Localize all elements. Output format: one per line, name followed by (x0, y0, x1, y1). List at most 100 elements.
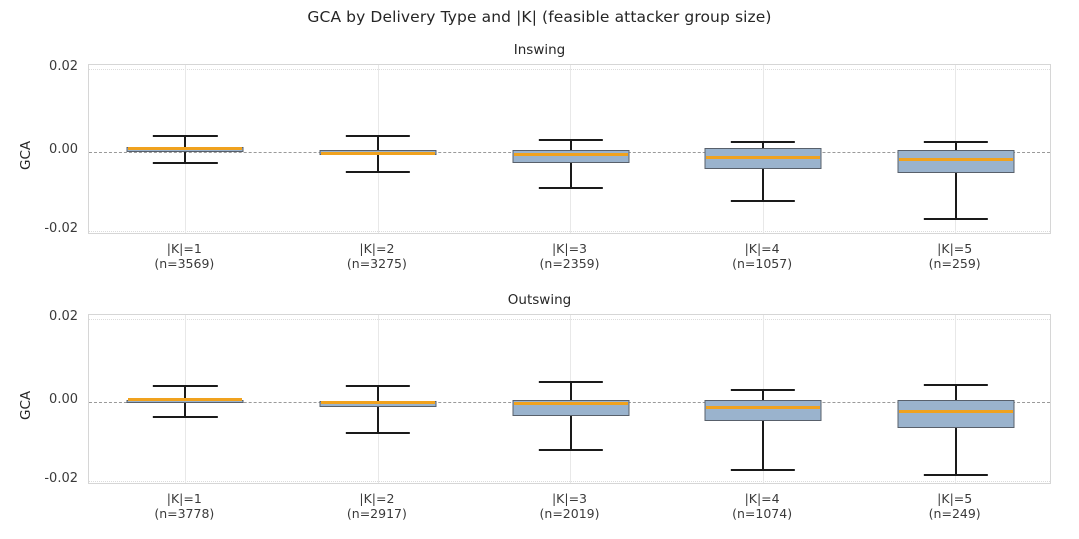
whisker-cap-lower (923, 473, 988, 476)
whisker-lower (569, 416, 572, 449)
median-line (706, 405, 821, 409)
panel-title-inswing: Inswing (513, 42, 566, 58)
whisker-cap-upper (538, 381, 603, 384)
x-tick-label: |K|=3(n=2359) (540, 241, 600, 271)
y-tick-label: -0.02 (44, 221, 78, 236)
whisker-cap-upper (345, 385, 411, 388)
whisker-cap-lower (345, 170, 411, 173)
panel-outswing: Outswing GCA 0.02 0.00 -0.02 |K|=1(n=377… (0, 250, 1079, 539)
x-tick-count: (n=3275) (346, 256, 407, 271)
x-tick-count: (n=2019) (539, 506, 600, 521)
gridline (89, 481, 1050, 482)
whisker-cap-lower (730, 200, 796, 203)
panel-title-outswing: Outswing (507, 292, 572, 308)
whisker-upper (954, 384, 957, 400)
whisker-lower (569, 162, 572, 188)
x-tick-count: (n=259) (928, 256, 981, 271)
median-line (320, 151, 435, 155)
x-tick-label: |K|=1(n=3778) (154, 491, 214, 521)
box-plot-outswing-1 (126, 315, 244, 483)
box-plot-inswing-4 (704, 65, 822, 233)
median-line (898, 157, 1013, 161)
x-tick-category: |K|=5 (937, 491, 973, 506)
whisker-upper (184, 385, 187, 400)
x-tick-label: |K|=4(n=1074) (732, 491, 792, 521)
median-line (898, 410, 1013, 414)
median-line (128, 147, 243, 151)
whisker-cap-lower (923, 217, 988, 220)
whisker-upper (569, 381, 572, 401)
whisker-cap-lower (730, 468, 796, 471)
y-tick-label: 0.00 (49, 392, 78, 407)
whisker-cap-upper (730, 388, 796, 391)
whisker-lower (376, 406, 379, 433)
whisker-upper (376, 135, 379, 151)
whisker-lower (184, 400, 187, 417)
whisker-cap-upper (153, 135, 218, 138)
x-tick-label: |K|=4(n=1057) (732, 241, 792, 271)
y-tick-label: 0.00 (49, 142, 78, 157)
x-tick-count: (n=249) (928, 506, 981, 521)
whisker-lower (762, 169, 765, 201)
gridline (89, 231, 1050, 232)
x-tick-category: |K|=3 (551, 241, 588, 256)
y-tick-label: -0.02 (44, 471, 78, 486)
whisker-upper (762, 388, 765, 401)
x-tick-category: |K|=2 (359, 241, 395, 256)
y-ticks-inswing: 0.02 0.00 -0.02 (0, 0, 78, 280)
x-tick-label: |K|=1(n=3569) (154, 241, 214, 271)
x-tick-category: |K|=1 (166, 241, 202, 256)
whisker-cap-lower (538, 448, 603, 451)
x-tick-label: |K|=2(n=2917) (347, 491, 407, 521)
gridline (89, 69, 1050, 70)
box-plot-outswing-3 (512, 315, 629, 483)
whisker-upper (376, 385, 379, 401)
whisker-cap-upper (153, 385, 218, 388)
x-tick-label: |K|=3(n=2019) (540, 491, 600, 521)
panel-inswing: Inswing GCA 0.02 0.00 -0.02 |K|=1(n=3569… (0, 0, 1051, 280)
box-plot-outswing-4 (704, 315, 822, 483)
box-plot-inswing-2 (319, 65, 437, 233)
box-iqr (897, 149, 1015, 174)
median-line (513, 153, 628, 157)
whisker-cap-lower (538, 187, 603, 190)
box-iqr (704, 400, 822, 422)
y-ticks-outswing: 0.02 0.00 -0.02 (0, 250, 78, 539)
x-tick-category: |K|=4 (744, 241, 780, 256)
whisker-cap-upper (923, 384, 988, 387)
x-tick-category: |K|=5 (937, 241, 973, 256)
y-tick-label: 0.02 (49, 59, 78, 74)
whisker-upper (184, 135, 187, 148)
x-tick-category: |K|=4 (744, 491, 780, 506)
x-tick-count: (n=2917) (346, 506, 407, 521)
whisker-lower (184, 151, 187, 162)
whisker-cap-lower (153, 161, 218, 164)
box-plot-inswing-1 (126, 65, 244, 233)
gridline (89, 319, 1050, 320)
x-tick-category: |K|=2 (359, 491, 395, 506)
x-tick-label: |K|=5(n=249) (929, 491, 981, 521)
whisker-cap-upper (923, 140, 988, 143)
whisker-lower (762, 421, 765, 469)
median-line (706, 156, 821, 160)
axes-inswing (88, 64, 1051, 234)
x-tick-count: (n=3778) (154, 506, 215, 521)
whisker-cap-lower (153, 416, 218, 419)
x-tick-count: (n=1074) (732, 506, 793, 521)
box-plot-outswing-2 (319, 315, 437, 483)
whisker-lower (376, 155, 379, 171)
box-plot-inswing-5 (897, 65, 1015, 233)
box-plot-inswing-3 (512, 65, 629, 233)
x-tick-count: (n=3569) (154, 256, 215, 271)
whisker-cap-upper (538, 139, 603, 142)
whisker-cap-upper (730, 140, 796, 143)
x-tick-count: (n=1057) (732, 256, 793, 271)
whisker-cap-lower (345, 432, 411, 435)
axes-outswing (88, 314, 1051, 484)
whisker-upper (569, 139, 572, 151)
y-tick-label: 0.02 (49, 309, 78, 324)
box-plot-outswing-5 (897, 315, 1015, 483)
x-tick-category: |K|=3 (551, 491, 588, 506)
x-tick-label: |K|=5(n=259) (929, 241, 981, 271)
